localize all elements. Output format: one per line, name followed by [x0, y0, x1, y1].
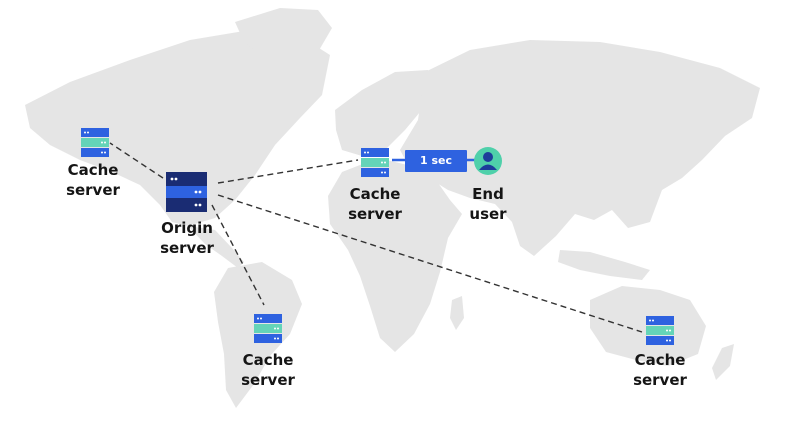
- japan-shape: [688, 124, 708, 162]
- cache-server-label-europe: Cache server: [330, 184, 420, 224]
- label-line-2: server: [66, 181, 120, 199]
- connector-origin-to-cache-eu: [217, 159, 359, 184]
- origin-server-label: Origin server: [142, 218, 232, 258]
- indonesia-shape: [558, 250, 650, 280]
- label-line-2: server: [160, 239, 214, 257]
- origin-server-icon: [166, 172, 207, 212]
- greenland-shape: [235, 8, 332, 64]
- new-zealand-shape: [712, 344, 734, 380]
- cache-server-icon: [361, 148, 389, 177]
- madagascar-shape: [450, 296, 464, 330]
- connector-origin-to-cache-sa: [211, 204, 265, 306]
- end-user-label: End user: [443, 184, 533, 224]
- north-america-shape: [25, 30, 330, 226]
- label-line-2: server: [348, 205, 402, 223]
- user-icon: [474, 147, 502, 175]
- europe-shape: [335, 70, 438, 156]
- label-line-1: Cache: [242, 351, 294, 369]
- latency-badge: 1 sec: [405, 150, 467, 172]
- africa-shape: [328, 158, 462, 352]
- cache-server-label-australia: Cache server: [615, 350, 705, 390]
- label-line-1: Cache: [67, 161, 119, 179]
- central-america-shape: [188, 226, 244, 268]
- connector-origin-to-cache-au: [217, 194, 643, 333]
- label-line-1: End: [472, 185, 504, 203]
- cache-server-icon: [254, 314, 282, 343]
- label-line-2: server: [241, 371, 295, 389]
- label-line-1: Cache: [634, 351, 686, 369]
- label-line-2: server: [633, 371, 687, 389]
- cache-server-label-north-america: Cache server: [48, 160, 138, 200]
- label-line-1: Origin: [161, 219, 213, 237]
- cache-server-icon: [81, 128, 109, 157]
- label-line-1: Cache: [349, 185, 401, 203]
- connector-origin-to-cache-na: [109, 142, 164, 179]
- cache-server-icon: [646, 316, 674, 345]
- asia-shape: [400, 40, 760, 256]
- label-line-2: user: [469, 205, 507, 223]
- cache-server-label-south-america: Cache server: [223, 350, 313, 390]
